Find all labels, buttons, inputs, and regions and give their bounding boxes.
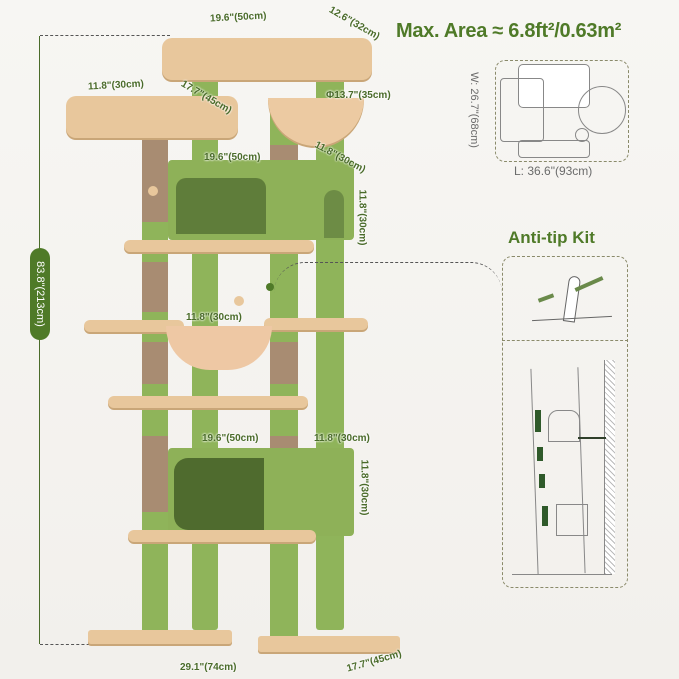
platform-middle (108, 396, 308, 408)
dim-base-length: 29.1"(74cm) (180, 662, 237, 673)
platform-hammock-left (84, 320, 184, 332)
platform-hammock-right (264, 318, 368, 330)
connector-line (274, 262, 502, 293)
footprint-frame (495, 60, 629, 162)
connector-dot (266, 283, 274, 291)
tree-lower-condo-outline (556, 504, 588, 536)
left-perch (66, 96, 238, 138)
footprint-shape (500, 78, 544, 142)
footprint-shape (518, 140, 590, 158)
footprint-shape (518, 64, 590, 108)
base-left (88, 630, 232, 644)
dim-lower-condo-depth: 11.8"(30cm) (314, 433, 370, 444)
tree-condo-outline (548, 410, 580, 442)
dim-top-perch-length: 19.6"(50cm) (209, 10, 267, 25)
total-height-badge: 83.8"(213cm) (30, 248, 50, 340)
tree-green-band (542, 506, 548, 526)
tree-green-band (535, 410, 541, 432)
anti-tip-frame (502, 256, 628, 588)
footprint-length-label: L: 36.6"(93cm) (514, 164, 593, 178)
pompom-toy (234, 296, 244, 306)
upper-condo-opening (176, 178, 266, 234)
footprint-basket (578, 86, 626, 134)
height-dimension-line (39, 36, 40, 644)
dim-top-perch-depth: 12.6"(32cm) (327, 4, 382, 43)
dim-left-perch-length: 11.8"(30cm) (87, 78, 145, 93)
dim-upper-condo-height: 11.8"(30cm) (356, 189, 368, 246)
dim-base-depth: 17.7"(45cm) (345, 648, 403, 675)
dim-upper-condo-length: 19.6"(50cm) (204, 152, 261, 163)
top-perch (162, 38, 372, 80)
footprint-width-label: W: 26.7"(68cm) (467, 72, 480, 148)
sisal-wrap (142, 436, 168, 512)
upper-condo-arch (324, 190, 344, 238)
dim-basket-diameter: Φ13.7"(35cm) (326, 90, 391, 101)
sisal-wrap (142, 262, 168, 312)
height-top-guide (40, 35, 170, 36)
sisal-wrap (142, 140, 168, 222)
wall-icon (604, 360, 615, 574)
platform-lower (128, 530, 316, 542)
base-right (258, 636, 400, 652)
tree-green-band (537, 447, 543, 461)
lower-condo-opening (174, 458, 264, 530)
hammock (166, 326, 272, 370)
pompom-toy (148, 186, 158, 196)
platform-upper (124, 240, 314, 252)
tree-green-band (539, 474, 545, 488)
anti-tip-divider (502, 340, 628, 341)
max-area-title: Max. Area ≈ 6.8ft²/0.63m² (396, 20, 622, 42)
tree-outline (530, 367, 586, 575)
dim-lower-condo-height: 11.8"(30cm) (358, 459, 370, 516)
dim-hammock-width: 11.8"(30cm) (186, 312, 242, 323)
dim-lower-condo-length: 19.6"(50cm) (202, 433, 259, 444)
floor-line (512, 574, 612, 575)
anti-tip-strap (578, 437, 606, 439)
footprint-post (575, 128, 589, 142)
sisal-wrap (270, 342, 298, 384)
sisal-wrap (142, 342, 168, 384)
anti-tip-kit-title: Anti-tip Kit (508, 228, 595, 247)
height-bottom-guide (40, 644, 100, 645)
